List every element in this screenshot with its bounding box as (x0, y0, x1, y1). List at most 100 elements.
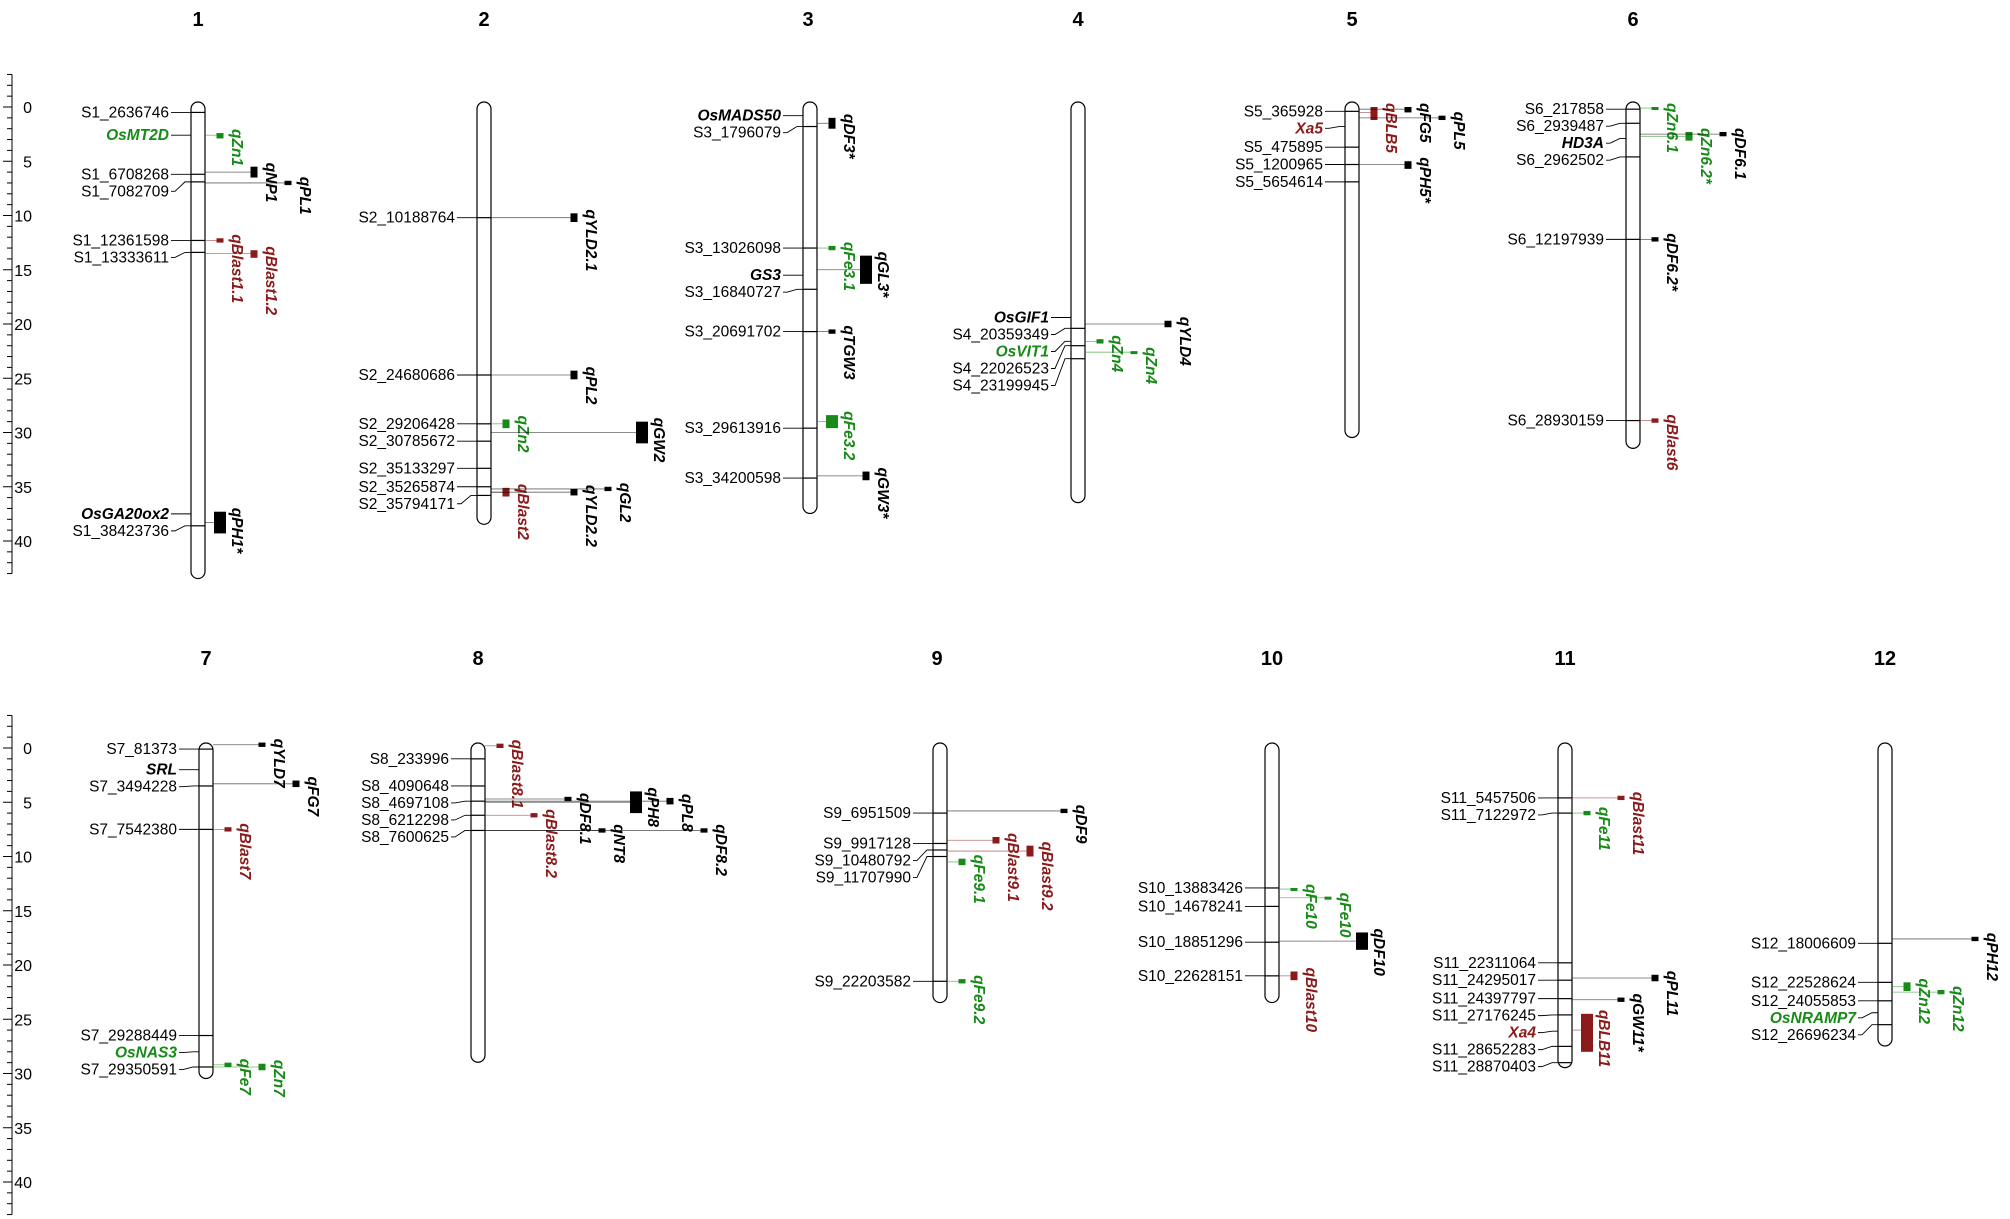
marker-label: S7_29288449 (80, 1028, 177, 1045)
marker-connector (171, 251, 191, 258)
qtl-label: qBlast6 (1663, 414, 1680, 470)
qtl-label: qZn4 (1108, 335, 1125, 372)
qtl-label: qDF10 (1370, 928, 1387, 976)
marker-label: S12_18006609 (1751, 935, 1856, 952)
marker-connector (1051, 358, 1071, 386)
qtl-bar (250, 166, 258, 178)
qtl-label: qZn12 (1949, 986, 1966, 1032)
marker-label: S8_4090648 (361, 778, 449, 795)
qtl-label: qFe3.2 (840, 411, 857, 460)
marker-label: S10_18851296 (1138, 934, 1243, 951)
marker-connector (1051, 340, 1071, 352)
marker-label: S9_10480792 (814, 852, 911, 869)
marker-label: S3_20691702 (684, 324, 781, 341)
scale-tick-label: 35 (14, 480, 32, 497)
qtl-label: qPL11 (1663, 971, 1680, 1016)
marker-connector (171, 525, 191, 532)
qtl-bar (502, 419, 510, 429)
marker-connector (1051, 327, 1071, 335)
marker-connector (783, 126, 803, 134)
qtl-bar (1060, 808, 1068, 814)
marker-label: S5_1200965 (1235, 157, 1323, 174)
marker-label: S12_26696234 (1751, 1027, 1857, 1044)
qtl-bar (1130, 351, 1138, 355)
qtl-label: qZn4 (1142, 347, 1159, 384)
scale-tick-label: 40 (14, 534, 32, 551)
qtl-label: qDF9 (1072, 805, 1089, 844)
qtl-label: qZn7 (270, 1060, 287, 1098)
marker-label: S1_2636746 (81, 104, 169, 121)
marker-label: S7_7542380 (89, 821, 177, 838)
qtl-bar (216, 133, 224, 139)
qtl-label: qFe7 (236, 1059, 253, 1097)
qtl-label: qBlast1.2 (262, 246, 279, 315)
qtl-label: qBlast1.1 (228, 234, 245, 303)
scale-tick-label: 20 (14, 317, 32, 334)
qtl-bar (496, 743, 504, 748)
marker-connector (1606, 156, 1626, 161)
scale-tick-label: 30 (14, 426, 32, 443)
marker-label: S3_34200598 (684, 470, 781, 487)
marker-connector (783, 288, 803, 293)
gene-label: GS3 (750, 267, 781, 284)
qtl-bar (1404, 107, 1412, 113)
qtl-bar (224, 827, 232, 832)
marker-label: S1_12361598 (72, 232, 169, 249)
qtl-bar (1370, 107, 1378, 121)
marker-label: S2_35794171 (358, 496, 455, 513)
chromosome-10: 10S10_13883426S10_14678241S10_18851296S1… (1138, 648, 1387, 1033)
qtl-bar (1617, 795, 1625, 801)
qtl-bar (1685, 131, 1693, 141)
marker-label: S11_7122972 (1441, 807, 1536, 824)
qtl-bar (258, 1063, 266, 1071)
marker-label: S11_22311064 (1433, 955, 1536, 972)
marker-label: S11_24295017 (1432, 972, 1536, 989)
qtl-bar (1651, 237, 1659, 242)
qtl-bar (1324, 896, 1332, 900)
qtl-bar (1404, 161, 1412, 169)
marker-label: S11_28870403 (1432, 1059, 1536, 1076)
marker-label: S6_2962502 (1516, 152, 1604, 169)
qtl-bar (1581, 1013, 1593, 1052)
qtl-bar (630, 791, 642, 814)
qtl-bar (570, 213, 578, 223)
marker-connector (1858, 1012, 1878, 1019)
marker-label: S10_22628151 (1138, 968, 1243, 985)
marker-connector (1606, 138, 1626, 144)
chromosome-2: 2S2_10188764S2_24680686S2_29206428S2_307… (358, 9, 667, 547)
marker-connector (451, 830, 471, 838)
qtl-bar (224, 1062, 232, 1067)
scale-tick-label: 10 (14, 209, 32, 226)
qtl-label: qBlast8.1 (508, 740, 525, 809)
marker-label: S11_24397797 (1432, 991, 1536, 1008)
scale-tick-label: 10 (14, 850, 32, 867)
marker-label: S6_2939487 (1516, 118, 1604, 135)
chromosome-bar (932, 742, 948, 1004)
qtl-label: qPL2 (582, 367, 599, 405)
chromosome-number: 10 (1261, 648, 1283, 670)
chromosome-1: 1S1_2636746OsMT2DS1_6708268S1_7082709S1_… (72, 9, 313, 580)
marker-label: S2_30785672 (358, 433, 455, 450)
qtl-label: qBlast9.2 (1038, 842, 1055, 911)
chromosome-9: 9S9_6951509S9_9917128S9_10480792S9_11707… (814, 648, 1089, 1025)
marker-label: S5_365928 (1244, 103, 1323, 120)
qtl-label: qTGW3 (840, 325, 857, 380)
marker-label: S8_4697108 (361, 795, 449, 812)
qtl-bar (1583, 810, 1591, 816)
gene-label: OsMADS50 (697, 108, 781, 125)
chromosome-number: 1 (192, 9, 203, 31)
marker-label: S4_23199945 (952, 377, 1049, 394)
scale-tick-label: 35 (14, 1121, 32, 1138)
chromosome-number: 7 (200, 648, 211, 670)
gene-label: Xa5 (1294, 120, 1323, 137)
chromosome-bar (470, 742, 486, 1063)
qtl-bar (1290, 971, 1298, 981)
marker-label: S9_11707990 (816, 869, 912, 886)
marker-label: S3_13026098 (684, 240, 781, 257)
qtl-bar (1356, 932, 1368, 950)
marker-label: S1_7082709 (81, 183, 169, 200)
qtl-label: qYLD7 (270, 739, 287, 789)
scale-tick-label: 25 (14, 371, 32, 388)
qtl-label: qGL2 (616, 483, 633, 523)
marker-label: S9_22203582 (814, 973, 911, 990)
